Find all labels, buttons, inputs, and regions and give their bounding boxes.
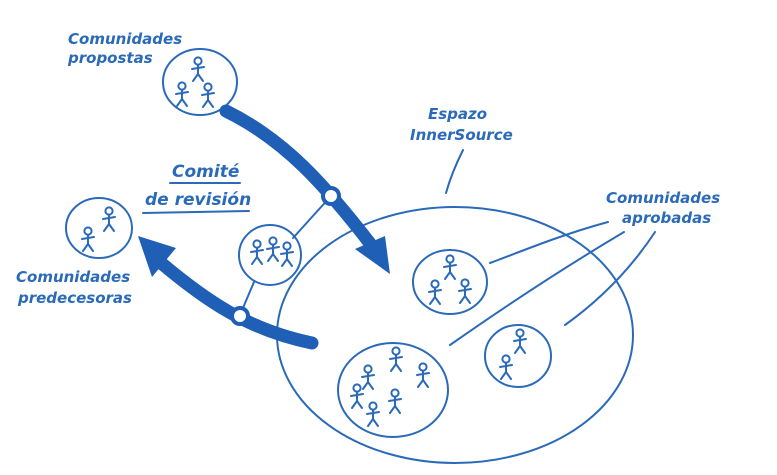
predecessor-communities-label-line2: predecesoras [17, 289, 132, 307]
stick-figure-icon [389, 346, 403, 372]
review-committee-circle [238, 224, 302, 286]
review-committee-label-line1: Comité [172, 162, 240, 182]
stick-figure-icon [499, 354, 513, 380]
stick-figure-icon [366, 401, 380, 427]
stick-figure-icon [350, 383, 364, 409]
stick-figure-icon [175, 81, 189, 107]
stick-figure-icon [102, 206, 116, 232]
node-circle-icon [321, 186, 341, 206]
review-committee-label-line2: de revisión [145, 190, 251, 210]
stick-figure-icon [201, 82, 215, 108]
stick-figure-icon [428, 279, 442, 305]
proposed-communities-label-line1: Comunidades [68, 30, 182, 48]
stick-figure-icon [280, 241, 294, 267]
approved-community-circle-top [412, 249, 488, 315]
stick-figure-icon [250, 239, 264, 265]
stick-figure-icon [416, 362, 430, 388]
predecessor-communities-circle [65, 197, 133, 259]
innersource-space-label-line2: InnerSource [410, 126, 513, 144]
innersource-space-label-line1: Espazo [428, 105, 487, 123]
arrow-icon [138, 236, 319, 350]
stick-figure-icon [191, 56, 205, 82]
stick-figure-icon [443, 254, 457, 280]
proposed-communities-circle [162, 48, 238, 116]
stick-figure-icon [458, 278, 472, 304]
predecessor-communities-label-line1: Comunidades [16, 268, 130, 286]
approved-communities-label-line2: aprobadas [622, 209, 711, 227]
innersource-space-circle [276, 206, 634, 464]
stick-figure-icon [266, 236, 280, 262]
stick-figure-icon [361, 364, 375, 390]
arrow-icon [219, 104, 390, 274]
approved-community-circle-large [337, 342, 449, 438]
approved-community-circle-right [484, 324, 552, 388]
stick-figure-icon [388, 388, 402, 414]
proposed-communities-label-line2: propostas [67, 49, 153, 67]
stick-figure-icon [81, 226, 95, 252]
approved-communities-label-line1: Comunidades [606, 189, 720, 207]
stick-figure-icon [513, 328, 527, 354]
node-circle-icon [230, 306, 250, 326]
